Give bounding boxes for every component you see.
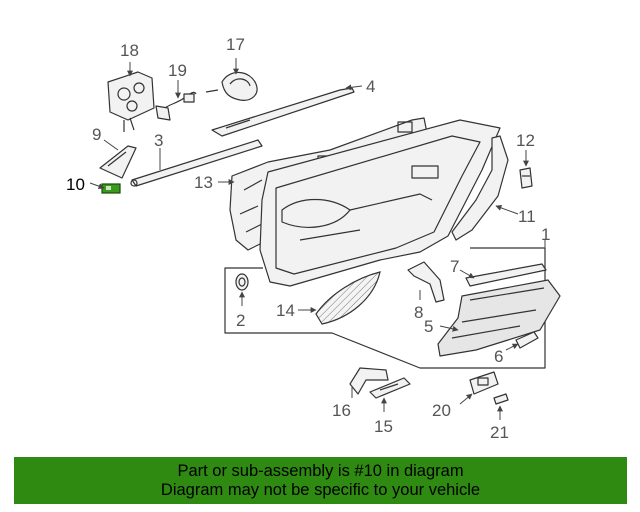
callout-1: 1	[541, 225, 550, 244]
callout-10: 10	[66, 175, 85, 194]
callout-15: 15	[374, 417, 393, 436]
callout-3: 3	[154, 131, 163, 150]
callout-16: 16	[332, 401, 351, 420]
part-16-bracket[interactable]	[349, 367, 389, 395]
leader-4	[345, 84, 363, 91]
callout-12: 12	[516, 131, 535, 150]
callout-19: 19	[168, 61, 187, 80]
callout-4: 4	[366, 77, 375, 96]
part-10-clip[interactable]	[101, 183, 121, 194]
part-3-weatherstrip[interactable]	[130, 139, 263, 187]
callout-7: 7	[450, 257, 459, 276]
part-21-bulb[interactable]	[493, 393, 509, 405]
banner-line-2: Diagram may not be specific to your vehi…	[160, 481, 481, 499]
callout-8: 8	[414, 303, 423, 322]
leader-7	[459, 269, 475, 279]
part-9-mirror-cover[interactable]	[99, 145, 137, 179]
callout-18: 18	[120, 41, 139, 60]
callout-17: 17	[226, 35, 245, 54]
callout-13: 13	[194, 173, 213, 192]
part-8-handle-bracket[interactable]	[407, 261, 445, 303]
part-6-switch-bezel[interactable]	[515, 331, 539, 349]
callout-20: 20	[432, 401, 451, 420]
callout-6: 6	[494, 347, 503, 366]
callout-9: 9	[92, 125, 101, 144]
leader-20	[459, 393, 473, 405]
part-11-pillar-trim[interactable]	[451, 135, 509, 241]
leader-5	[439, 325, 459, 332]
part-7-armrest-pad[interactable]	[465, 263, 547, 287]
assembly-1-outline	[224, 247, 546, 369]
leader-6	[505, 343, 519, 351]
part-15-escutcheon[interactable]	[369, 377, 411, 399]
part-5-door-pocket[interactable]	[437, 279, 561, 357]
part-19-harness[interactable]	[155, 91, 197, 121]
part-17-handle[interactable]	[205, 71, 258, 101]
part-12-clip[interactable]	[519, 167, 533, 189]
parts-diagram: 1 2 3 4 5 6 7 8 9 10 11 12 13 14 15 16 1…	[66, 35, 561, 442]
callout-14: 14	[276, 301, 295, 320]
part-2-grommet[interactable]	[235, 273, 249, 291]
leader-11	[495, 205, 519, 215]
part-4-molding[interactable]	[211, 87, 355, 137]
leader-9	[103, 139, 119, 151]
callout-21: 21	[490, 423, 509, 442]
info-banner: Part or sub-assembly is #10 in diagram D…	[14, 457, 627, 504]
part-14-speaker-grille[interactable]	[315, 271, 381, 325]
part-20-lamp-housing[interactable]	[469, 371, 499, 395]
door-trim-panel[interactable]	[259, 119, 501, 287]
callout-11: 11	[518, 207, 536, 226]
banner-line-1: Part or sub-assembly is #10 in diagram	[177, 462, 464, 480]
callout-5: 5	[424, 317, 433, 336]
callout-2: 2	[236, 311, 245, 330]
part-18-switch-assembly[interactable]	[107, 71, 155, 132]
leader-10	[89, 182, 105, 190]
